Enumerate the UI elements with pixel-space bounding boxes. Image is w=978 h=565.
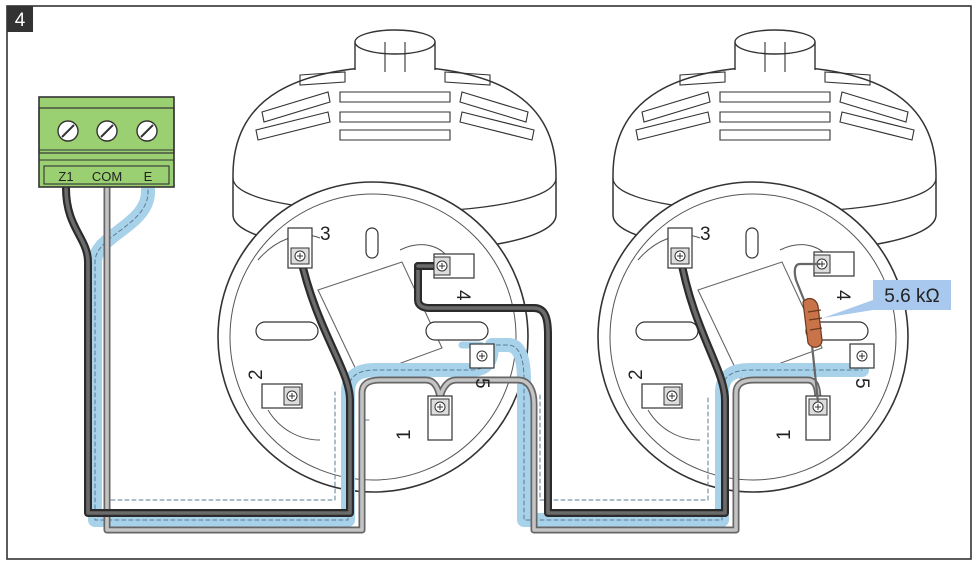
label-left-3: 3	[320, 224, 331, 245]
detector-base-left	[217, 181, 529, 493]
resistor	[793, 262, 823, 403]
label-left-4: 4	[452, 290, 473, 301]
label-left-5: 5	[471, 378, 492, 389]
resistor-label: 5.6 kΩ	[884, 286, 939, 307]
figure-number: 4	[15, 10, 26, 31]
detector-base-right	[597, 181, 909, 493]
screw-e	[136, 120, 158, 142]
figure-number-box	[7, 6, 33, 32]
terminal-4-left	[433, 253, 475, 279]
terminal-numbers-right: 3 4 5 2 1	[626, 224, 872, 440]
terminal-2-left	[261, 383, 303, 409]
terminal-block: Z1 COM E	[38, 96, 175, 188]
screw-z1	[57, 120, 79, 142]
screw-com	[96, 120, 118, 142]
terminal-3-right	[667, 227, 693, 269]
label-right-1: 1	[774, 429, 795, 440]
label-right-4: 4	[832, 290, 853, 301]
terminal-1-left	[427, 395, 453, 441]
label-left-2: 2	[246, 369, 267, 380]
wire-z1	[62, 184, 729, 517]
label-right-3: 3	[700, 224, 711, 245]
terminals-left	[261, 227, 495, 441]
wire-com	[103, 184, 822, 534]
terminal-5-left	[469, 343, 495, 369]
callout-box	[873, 280, 951, 310]
terminal-5-right	[849, 343, 875, 369]
resistor-callout: 5.6 kΩ	[823, 280, 951, 318]
terminals-right	[641, 227, 875, 441]
label-right-2: 2	[626, 369, 647, 380]
terminal-4-right	[813, 251, 855, 277]
label-right-5: 5	[851, 378, 872, 389]
terminal-3-left	[287, 227, 313, 269]
terminal-label-com: COM	[92, 169, 122, 184]
terminal-1-right	[805, 395, 831, 441]
terminal-2-right	[641, 383, 683, 409]
figure-frame	[6, 5, 972, 560]
terminal-label-e: E	[144, 169, 153, 184]
terminal-numbers-left: 3 4 5 2 1	[246, 224, 492, 440]
label-left-1: 1	[394, 429, 415, 440]
terminal-label-z1: Z1	[58, 169, 73, 184]
